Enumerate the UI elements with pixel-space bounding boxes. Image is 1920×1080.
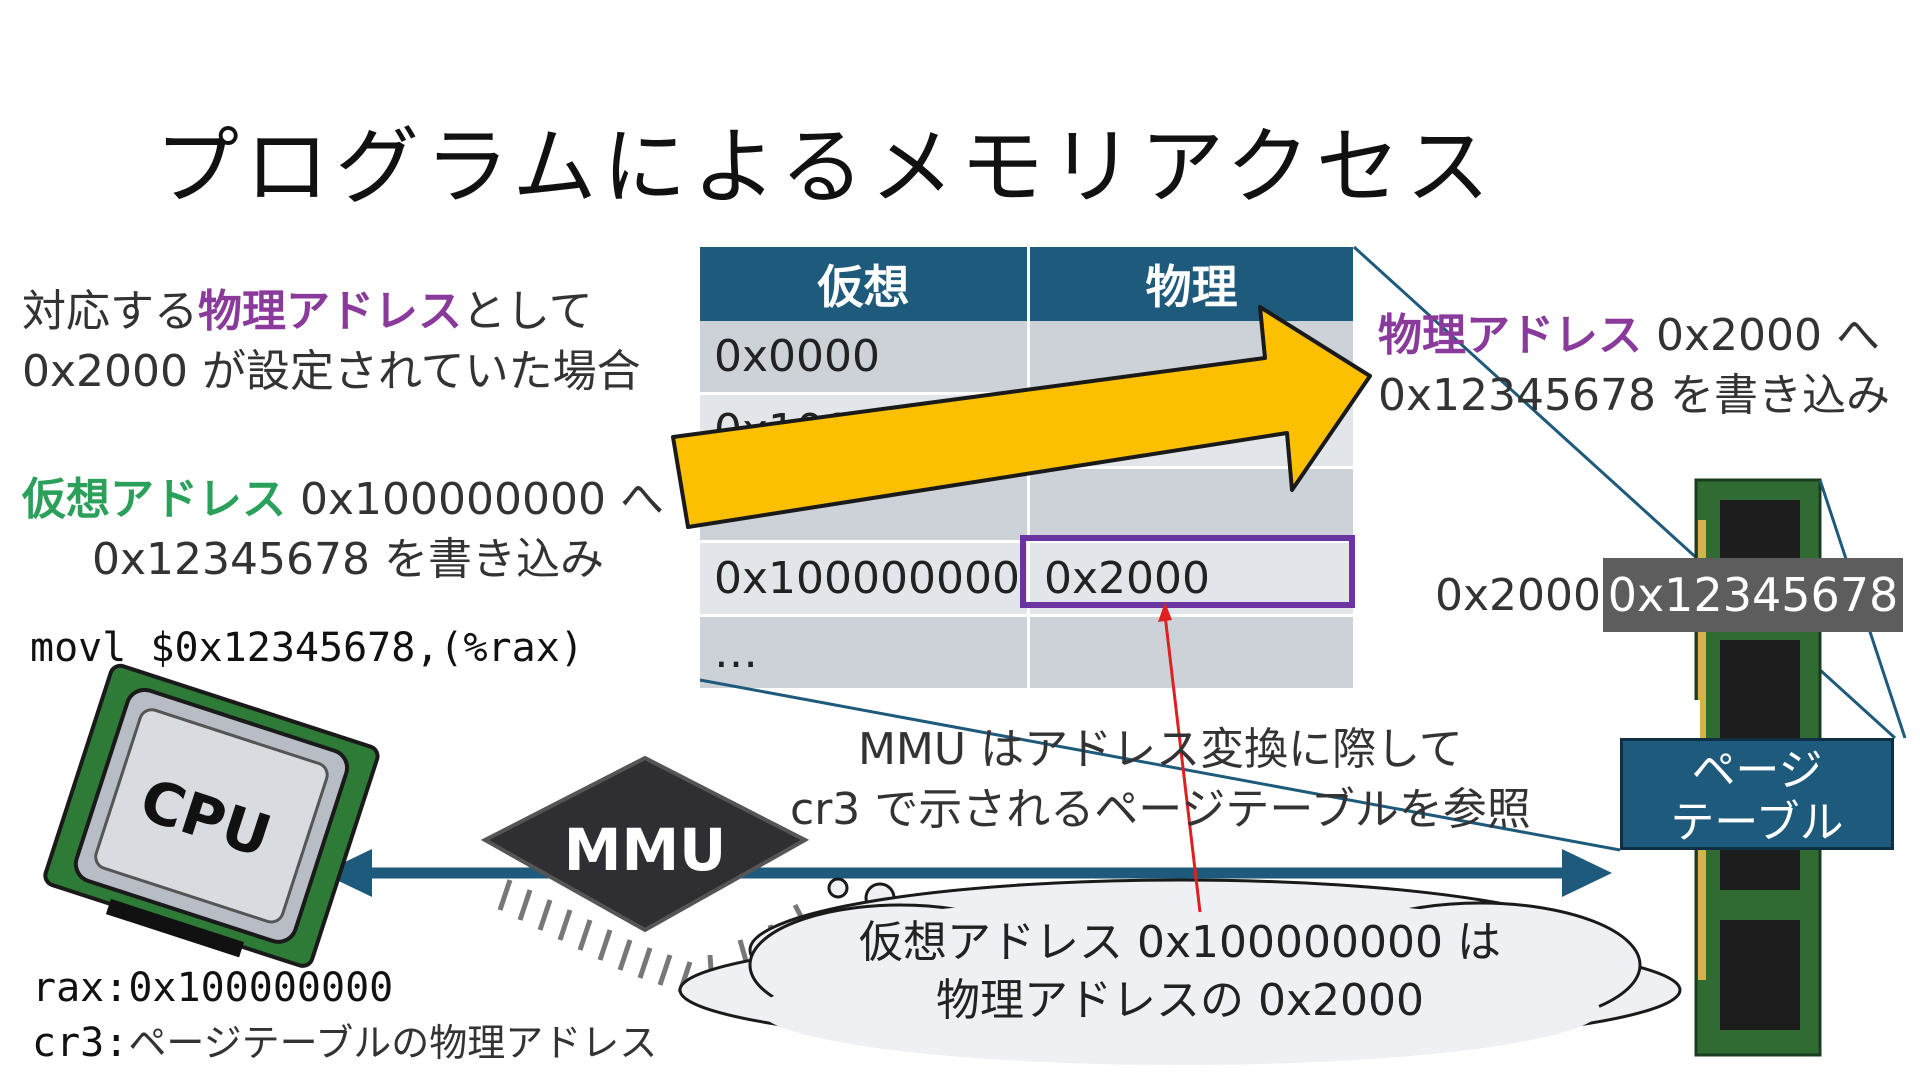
instruction: movl $0x12345678,(%rax) — [30, 625, 584, 671]
table-cell-virtual: … — [700, 615, 1030, 691]
virtual-write-line1: 0x100000000 へ — [286, 474, 664, 525]
thought-line1: 仮想アドレス 0x100000000 は — [859, 917, 1501, 968]
table-row: … — [700, 615, 1356, 691]
virtual-write-em: 仮想アドレス — [22, 474, 286, 525]
big-arrow — [671, 305, 1372, 529]
register-rax: rax:0x100000000 — [32, 965, 394, 1011]
mmu-note-line2: cr3 で示されるページテーブルを参照 — [790, 784, 1531, 835]
memory-value: 0x12345678 — [1603, 558, 1903, 632]
thought-text: 仮想アドレス 0x100000000 は 物理アドレスの 0x2000 — [820, 914, 1540, 1030]
mapping-note: 対応する物理アドレスとして 0x2000 が設定されていた場合 — [22, 282, 641, 402]
mmu-label: MMU — [564, 816, 727, 884]
physical-write-note: 物理アドレス 0x2000 へ 0x12345678 を書き込み — [1378, 306, 1890, 426]
physical-write-em: 物理アドレス — [1378, 310, 1642, 361]
mapping-note-post: として — [462, 286, 593, 337]
bus-arrow-right — [1562, 849, 1612, 897]
table-cell-virtual: 0x100000000 — [700, 541, 1030, 617]
physical-write-line2: 0x12345678 を書き込み — [1378, 370, 1890, 421]
table-cell-physical — [1028, 467, 1356, 543]
mapping-note-line2: 0x2000 が設定されていた場合 — [22, 346, 641, 397]
register-cr3-text: ページテーブルの物理アドレス — [128, 1021, 658, 1065]
table-cell-virtual: 0x0000 — [700, 321, 1030, 395]
bus-arrow-left — [322, 849, 372, 897]
virtual-write-note: 仮想アドレス 0x100000000 へ 0x12345678 を書き込み — [22, 470, 664, 590]
virtual-write-line2: 0x12345678 を書き込み — [92, 534, 604, 585]
page-table-label-line2: テーブル — [1670, 797, 1844, 848]
page-table-label: ページ テーブル — [1620, 738, 1894, 850]
thought-line2: 物理アドレスの 0x2000 — [936, 975, 1424, 1026]
memory-address: 0x2000 — [1435, 570, 1602, 621]
register-cr3-prefix: cr3: — [32, 1020, 129, 1066]
mmu-chip-icon — [480, 755, 811, 993]
mmu-note: MMU はアドレス変換に際して cr3 で示されるページテーブルを参照 — [790, 720, 1531, 840]
mmu-note-line1: MMU はアドレス変換に際して — [857, 724, 1463, 775]
physical-write-line1: 0x2000 へ — [1642, 310, 1880, 361]
zoom-line-bottom — [699, 678, 1621, 852]
table-cell-physical — [1028, 615, 1356, 691]
mapping-note-physical: 物理アドレス — [198, 286, 462, 337]
table-header-physical: 物理 — [1028, 247, 1356, 321]
highlight-box — [1020, 535, 1355, 608]
page-table-label-line1: ページ — [1691, 745, 1823, 796]
register-cr3: cr3:ページテーブルの物理アドレス — [32, 1012, 657, 1067]
slide-title: プログラムによるメモリアクセス — [155, 118, 1496, 216]
mapping-note-pre: 対応する — [22, 286, 198, 337]
cpu-icon — [43, 663, 380, 968]
table-header-virtual: 仮想 — [700, 247, 1030, 321]
pointer-line — [1163, 614, 1202, 913]
thought-cloud — [678, 877, 1682, 1065]
pointer-head — [1158, 602, 1172, 622]
